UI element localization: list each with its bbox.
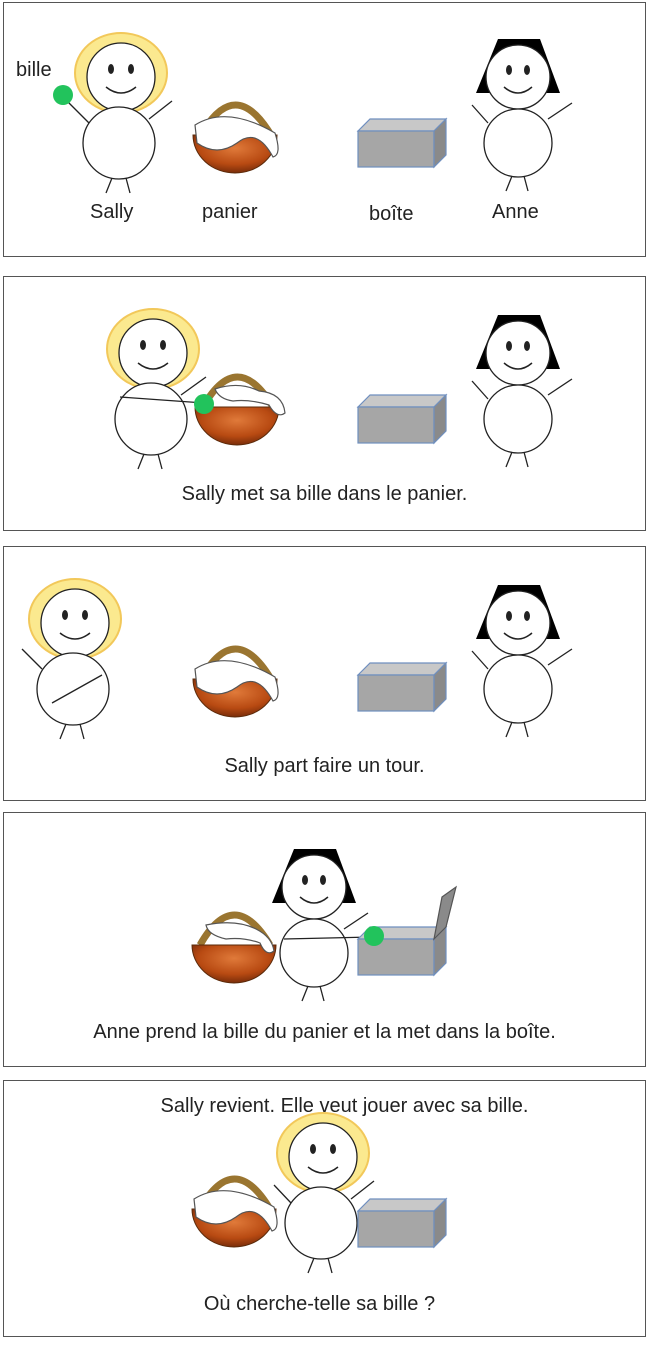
label-anne: Anne xyxy=(492,201,539,223)
label-boite: boîte xyxy=(369,203,414,225)
panel-3: Sally part faire un tour. xyxy=(3,546,646,801)
anne-figure xyxy=(471,39,573,192)
label-sally: Sally xyxy=(90,201,134,223)
anne-figure xyxy=(471,315,573,468)
box-icon xyxy=(356,661,448,713)
basket-icon xyxy=(192,101,279,174)
basket-icon xyxy=(192,645,279,718)
panel-5: Sally revient. Elle veut jouer avec sa b… xyxy=(3,1080,646,1337)
sally-figure xyxy=(273,1112,375,1274)
anne-figure xyxy=(471,585,573,738)
box-icon xyxy=(356,1197,448,1249)
anne-figure xyxy=(272,849,373,1002)
sally-figure xyxy=(106,308,207,470)
basket-icon xyxy=(194,373,286,446)
panel-caption: Sally met sa bille dans le panier. xyxy=(181,483,468,505)
marble-icon xyxy=(364,926,384,946)
marble-icon xyxy=(53,85,73,105)
marble-icon xyxy=(194,394,214,414)
panel-caption: Sally part faire un tour. xyxy=(224,755,425,777)
sally-figure xyxy=(66,32,173,194)
box-icon xyxy=(356,393,448,445)
label-bille: bille xyxy=(16,59,52,81)
panel-caption-top: Sally revient. Elle veut jouer avec sa b… xyxy=(160,1095,529,1117)
panel-4: Anne prend la bille du panier et la met … xyxy=(3,812,646,1067)
label-panier: panier xyxy=(202,201,258,223)
panel-caption: Anne prend la bille du panier et la met … xyxy=(93,1021,556,1043)
box-icon xyxy=(356,117,448,169)
basket-icon xyxy=(191,1175,278,1248)
basket-icon xyxy=(191,911,277,984)
panel-1: bille Sally panier boîte Anne xyxy=(3,2,646,257)
sally-figure xyxy=(21,578,122,740)
panel-caption: Où cherche-telle sa bille ? xyxy=(203,1293,436,1315)
panel-2: Sally met sa bille dans le panier. xyxy=(3,276,646,531)
